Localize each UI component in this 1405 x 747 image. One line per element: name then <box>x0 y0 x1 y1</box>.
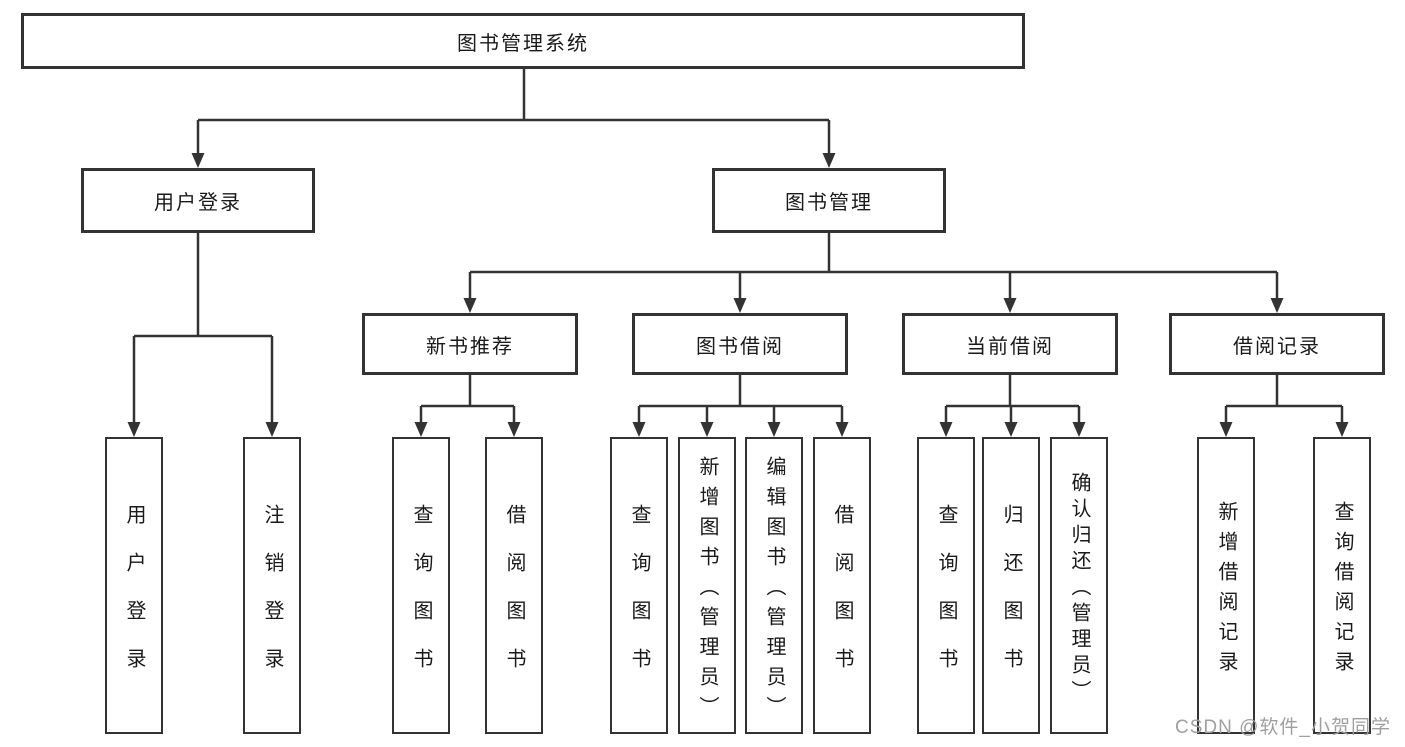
node-current-borrowing: 当前借阅 <box>902 313 1118 375</box>
node-label: 新增借阅记录 <box>1215 500 1237 681</box>
node-label: 用户登录 <box>123 503 145 696</box>
node-label: 图书管理系统 <box>457 32 589 55</box>
node-label: 当前借阅 <box>966 335 1054 358</box>
node-label: 注销登录 <box>261 503 283 696</box>
node-label: 图书管理 <box>785 192 873 214</box>
node-library-management-system: 图书管理系统 <box>21 13 1025 69</box>
watermark: CSDN @软件_小贺同学 <box>1175 717 1391 738</box>
node-label: 查询图书 <box>628 503 650 696</box>
node-label: 新增图书（管理员） <box>696 455 718 726</box>
leaf-logout: 注销登录 <box>243 437 301 734</box>
node-new-book-recommend: 新书推荐 <box>362 313 578 375</box>
node-label: 图书借阅 <box>696 335 784 358</box>
node-label: 查询借阅记录 <box>1331 500 1353 681</box>
leaf-query-borrow-record: 查询借阅记录 <box>1313 437 1371 734</box>
node-label: 借阅图书 <box>503 503 525 696</box>
leaf-add-borrow-record: 新增借阅记录 <box>1197 437 1255 734</box>
node-book-borrowing: 图书借阅 <box>632 313 848 375</box>
leaf-confirm-return-admin: 确认归还（管理员） <box>1050 437 1108 734</box>
node-label: 借阅图书 <box>831 503 853 696</box>
node-borrowing-records: 借阅记录 <box>1169 313 1385 375</box>
leaf-add-book-admin: 新增图书（管理员） <box>678 437 736 734</box>
node-book-management: 图书管理 <box>712 168 946 233</box>
node-label: 借阅记录 <box>1233 335 1321 358</box>
node-label: 用户登录 <box>154 192 242 214</box>
leaf-query-books-recommend: 查询图书 <box>392 437 450 734</box>
leaf-borrow-books-recommend: 借阅图书 <box>485 437 543 734</box>
node-label: 编辑图书（管理员） <box>763 455 785 726</box>
leaf-user-login: 用户登录 <box>105 437 163 734</box>
node-label: 查询图书 <box>410 503 432 696</box>
leaf-borrow-books: 借阅图书 <box>813 437 871 734</box>
node-label: 查询图书 <box>935 503 957 696</box>
leaf-query-books-borrowing: 查询图书 <box>610 437 668 734</box>
leaf-query-books-current: 查询图书 <box>917 437 975 734</box>
leaf-return-book: 归还图书 <box>982 437 1040 734</box>
leaf-edit-book-admin: 编辑图书（管理员） <box>745 437 803 734</box>
node-user-login: 用户登录 <box>81 168 315 233</box>
node-label: 确认归还（管理员） <box>1068 471 1090 706</box>
node-label: 新书推荐 <box>426 335 514 358</box>
node-label: 归还图书 <box>1000 503 1022 696</box>
